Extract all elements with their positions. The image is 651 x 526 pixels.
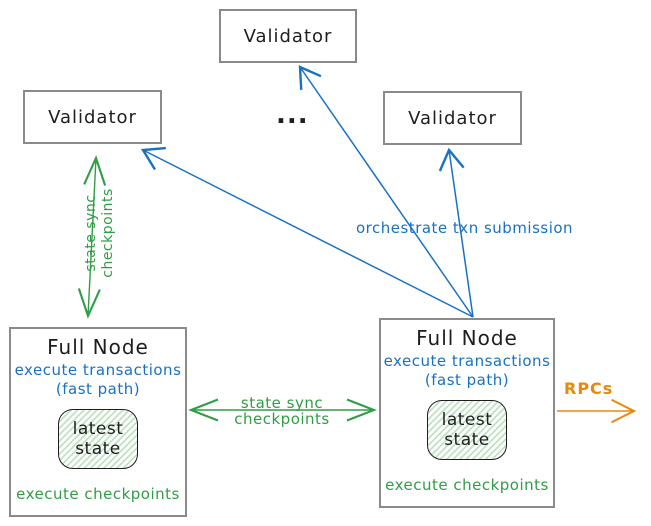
arrow-to-right-validator bbox=[438, 147, 474, 318]
orchestrate-arrows bbox=[140, 65, 474, 318]
validator-top-box: Validator bbox=[219, 9, 357, 63]
state-sync-vertical-line2: checkpoints bbox=[100, 188, 116, 278]
latest-state-line2: state bbox=[75, 439, 121, 459]
full-node-right-exec-line1: execute transactions bbox=[383, 352, 551, 370]
full-node-left-exec-line1: execute transactions bbox=[14, 361, 182, 379]
full-node-right-latest-state-box: latest state bbox=[427, 400, 507, 460]
full-node-left-exec: execute transactions (fast path) bbox=[11, 361, 185, 399]
validator-right-label: Validator bbox=[408, 107, 497, 129]
more-validators-ellipsis: ... bbox=[276, 100, 309, 130]
full-node-right-footer: execute checkpoints bbox=[385, 476, 549, 494]
arrow-to-left-validator bbox=[140, 146, 474, 318]
state-sync-vertical-label: state sync checkpoints bbox=[83, 178, 117, 288]
validator-left-label: Validator bbox=[48, 106, 137, 128]
validator-top-label: Validator bbox=[243, 25, 333, 47]
full-node-right-exec: execute transactions (fast path) bbox=[381, 352, 553, 390]
validator-right-box: Validator bbox=[383, 91, 522, 145]
full-node-right-title: Full Node bbox=[416, 326, 518, 350]
full-node-left-latest-state-box: latest state bbox=[58, 409, 138, 469]
latest-state-line1: latest bbox=[72, 419, 124, 439]
validator-left-box: Validator bbox=[23, 90, 162, 144]
full-node-left-exec-line2: (fast path) bbox=[55, 380, 141, 398]
full-node-right-exec-line2: (fast path) bbox=[424, 371, 510, 389]
state-sync-horizontal-label: state sync checkpoints bbox=[222, 395, 342, 427]
state-sync-vertical-line1: state sync bbox=[83, 194, 99, 272]
full-node-left-title: Full Node bbox=[47, 335, 149, 359]
rpcs-label: RPCs bbox=[564, 379, 614, 398]
state-sync-vertical-arrow bbox=[77, 155, 107, 319]
latest-state-line2: state bbox=[444, 430, 490, 450]
latest-state-line1: latest bbox=[441, 410, 493, 430]
full-node-left-box: Full Node execute transactions (fast pat… bbox=[9, 327, 187, 517]
state-sync-horizontal-line2: checkpoints bbox=[234, 410, 330, 428]
state-sync-horizontal-line1: state sync bbox=[240, 394, 324, 412]
full-node-right-box: Full Node execute transactions (fast pat… bbox=[379, 318, 555, 508]
orchestrate-txn-label: orchestrate txn submission bbox=[356, 219, 574, 237]
full-node-left-footer: execute checkpoints bbox=[16, 485, 180, 503]
arrow-to-top-validator bbox=[298, 65, 474, 318]
